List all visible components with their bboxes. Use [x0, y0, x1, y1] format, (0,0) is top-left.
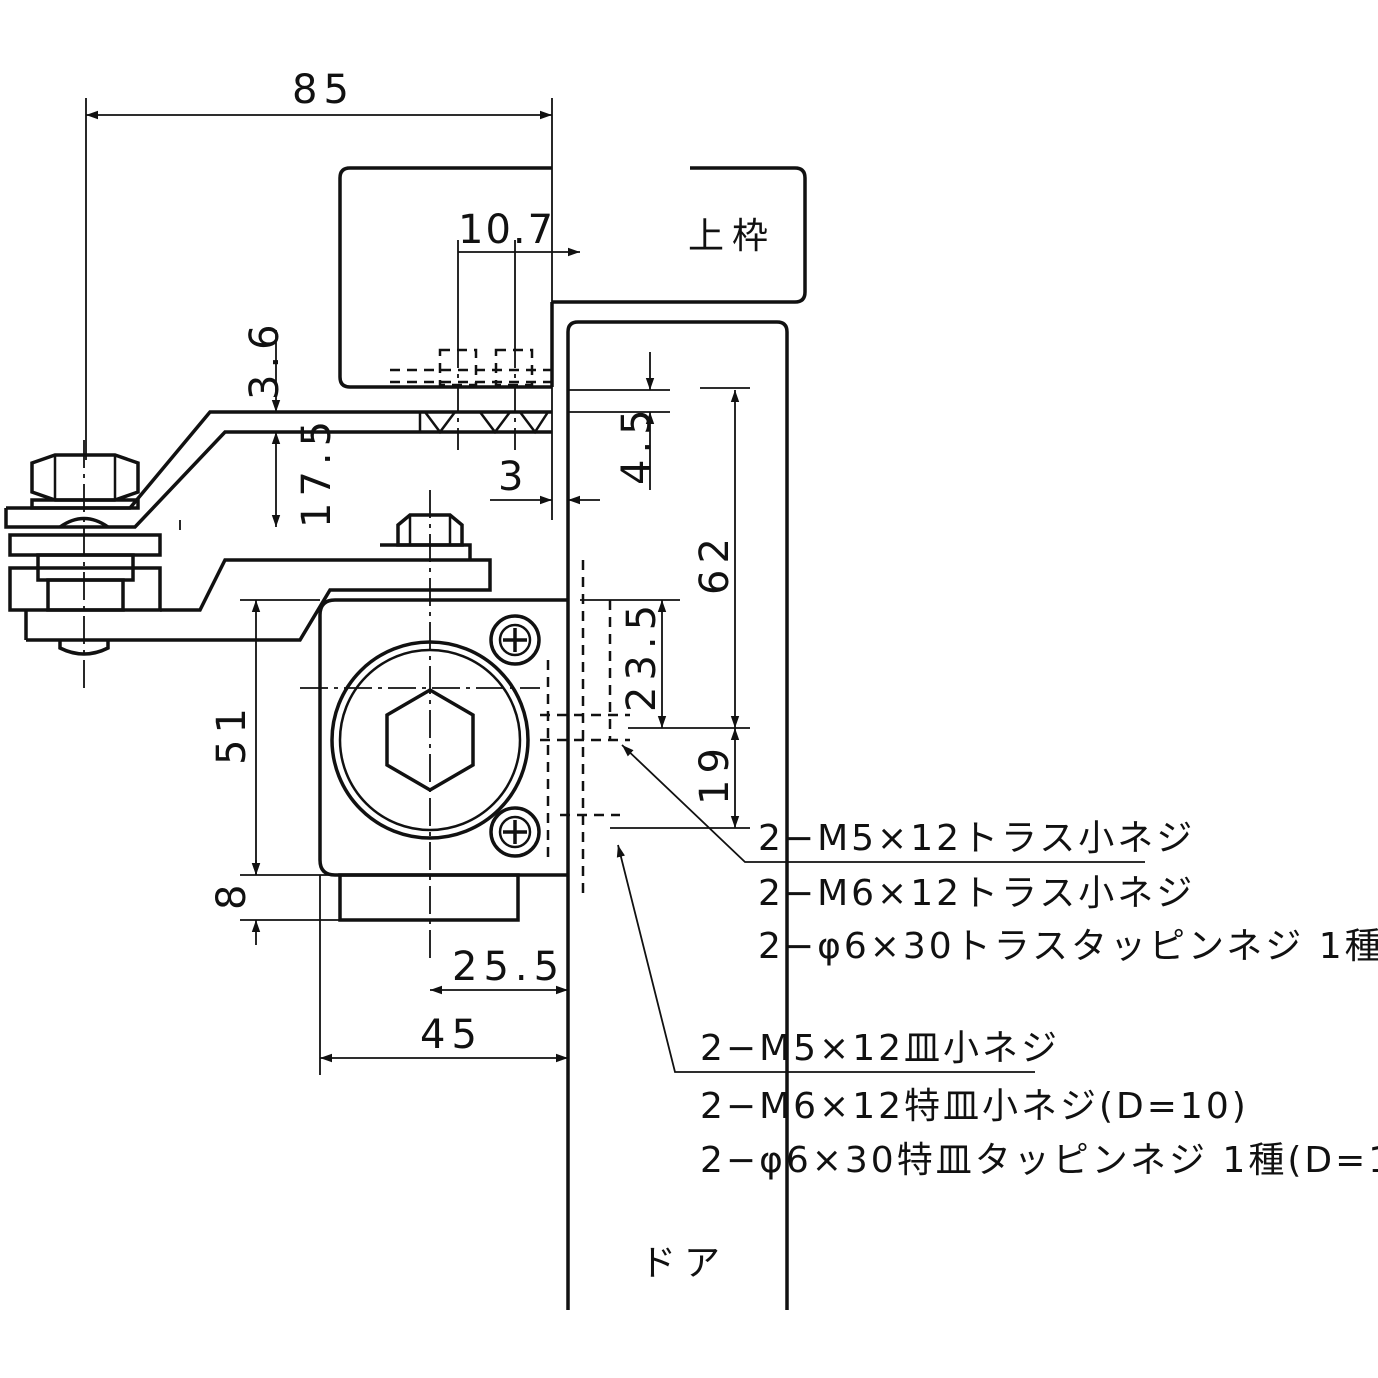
- upper-frame: [338, 166, 807, 389]
- label-upper-frame: 上枠: [688, 216, 776, 257]
- dim-45: 45: [420, 1012, 483, 1058]
- callout-upper-line-2: 2−M6×12トラス小ネジ: [758, 873, 1195, 914]
- callout-upper-line-1: 2−M5×12トラス小ネジ: [758, 818, 1195, 859]
- upper-arm: [4, 410, 552, 530]
- callout-lower-line-2: 2−M6×12特皿小ネジ(D=10): [700, 1086, 1249, 1127]
- lower-nut: [396, 490, 464, 960]
- door: [566, 320, 789, 1310]
- dim-62: 62: [692, 532, 738, 595]
- dim-4-5: 4.5: [614, 403, 660, 485]
- pivot-stack: [8, 440, 162, 690]
- dimension-lines: [85, 98, 1145, 1075]
- dim-10-7: 10.7: [458, 207, 555, 253]
- dim-51: 51: [209, 702, 255, 765]
- dim-85: 85: [292, 67, 355, 113]
- door-screw-upper: [489, 614, 541, 666]
- dim-8: 8: [209, 879, 255, 910]
- frame-screws-hidden: [390, 340, 552, 450]
- door-screw-lower: [489, 806, 541, 858]
- dim-25-5: 25.5: [452, 944, 565, 990]
- callout-lower-line-1: 2−M5×12皿小ネジ: [700, 1028, 1060, 1069]
- callout-lower-line-3: 2−φ6×30特皿タッピンネジ 1種(D=10): [700, 1140, 1378, 1181]
- lower-arm: [24, 543, 492, 642]
- dim-23-5: 23.5: [619, 599, 665, 712]
- dim-3-6: 3.6: [242, 318, 288, 400]
- dim-17-5: 17.5: [294, 415, 340, 528]
- door-bracket: [300, 598, 568, 922]
- callout-upper-line-3: 2−φ6×30トラスタッピンネジ 1種: [758, 926, 1378, 967]
- dim-19: 19: [692, 742, 738, 805]
- dim-3: 3: [498, 454, 529, 500]
- label-door: ドア: [640, 1243, 728, 1284]
- door-screws-hidden: [540, 560, 630, 900]
